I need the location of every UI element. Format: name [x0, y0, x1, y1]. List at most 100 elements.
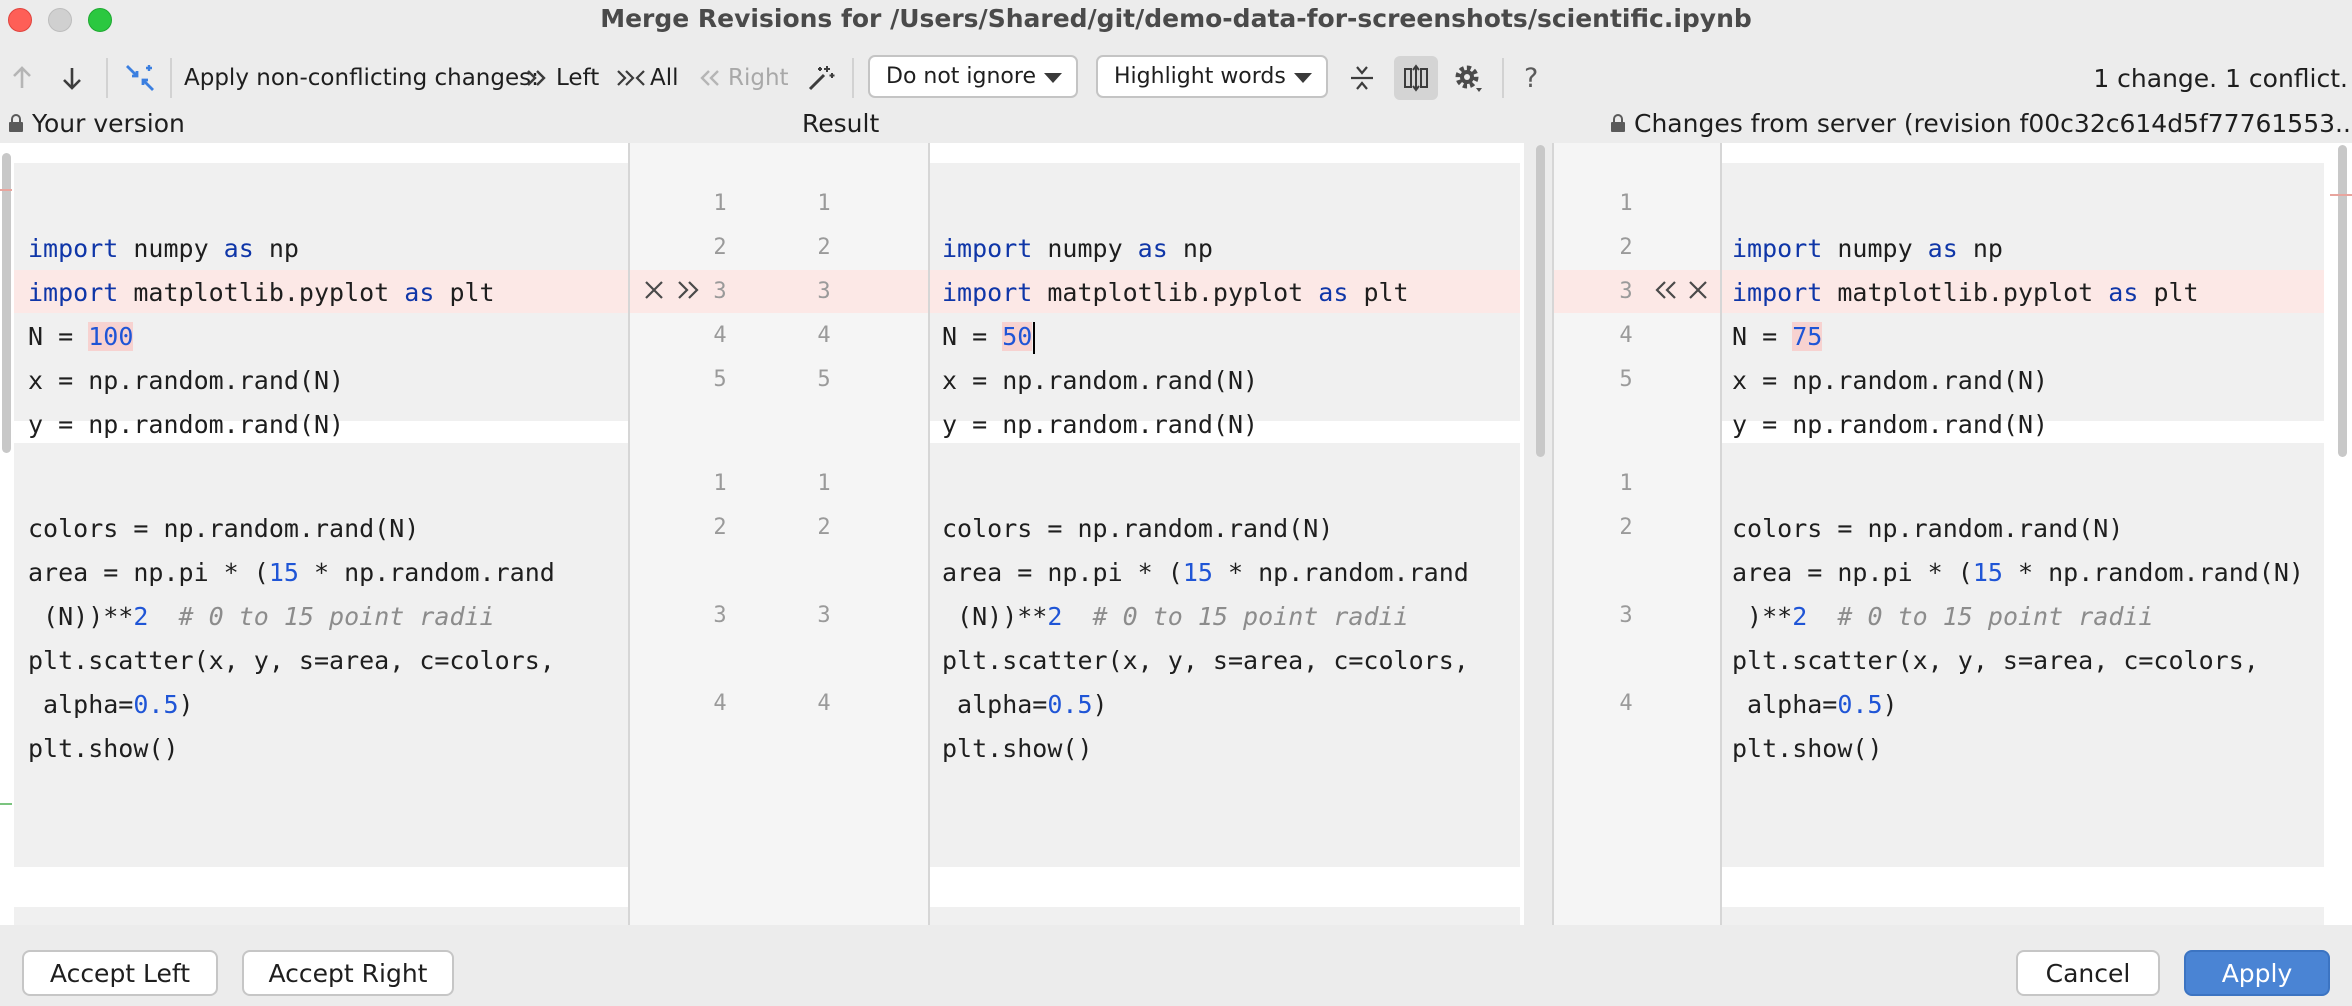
next-difference-button[interactable] — [60, 52, 84, 104]
line-number: 3 — [713, 279, 727, 304]
line-number: 2 — [817, 235, 831, 260]
line-number: 3 — [1619, 279, 1633, 304]
lock-icon — [9, 114, 23, 132]
accept-change-icon[interactable] — [676, 277, 702, 303]
code-cell-2: colors = np.random.rand(N) area = np.pi *… — [28, 463, 555, 771]
highlight-mode-select[interactable]: Highlight words — [1096, 55, 1328, 98]
apply-right-button[interactable]: Right — [698, 52, 789, 104]
accept-right-button[interactable]: Accept Right — [242, 950, 454, 996]
line-number: 2 — [1619, 235, 1633, 260]
notebook-cell — [14, 443, 628, 867]
apply-non-conflicting-label: Apply non-conflicting changes: — [184, 65, 539, 91]
window-zoom-button[interactable] — [88, 8, 112, 32]
code-line: N = 50 — [942, 315, 1409, 359]
ignore-change-icon[interactable] — [1686, 277, 1710, 303]
code-line: alpha=0.5) — [28, 690, 194, 719]
line-number: 2 — [817, 515, 831, 540]
apply-right-label: Right — [728, 65, 789, 91]
accept-left-button[interactable]: Accept Left — [22, 950, 218, 996]
line-number: 1 — [1619, 471, 1633, 496]
notebook-cell — [1722, 443, 2324, 867]
chevron-down-icon — [1294, 73, 1312, 83]
line-number: 1 — [1619, 191, 1633, 216]
code-line: alpha=0.5) — [1732, 690, 1898, 719]
line-number: 4 — [1619, 691, 1633, 716]
text-cursor — [1033, 322, 1036, 354]
line-number: 4 — [713, 323, 727, 348]
code-line: plt.show() — [28, 734, 179, 763]
code-line: colors = np.random.rand(N) — [28, 514, 420, 543]
result-column-title: Result — [802, 108, 880, 138]
apply-left-label: Left — [556, 65, 600, 91]
magic-resolve-button[interactable] — [806, 52, 836, 104]
help-button[interactable]: ? — [1524, 62, 1539, 94]
code-line: colors = np.random.rand(N) — [1732, 514, 2124, 543]
merge-arrows-icon — [126, 65, 154, 91]
code-line: import matplotlib.pyplot as plt — [28, 278, 495, 307]
left-scrollbar[interactable] — [2, 153, 11, 453]
divider — [1552, 143, 1554, 925]
code-cell-2: colors = np.random.rand(N)area = np.pi *… — [942, 463, 1469, 771]
accept-change-icon[interactable] — [1652, 277, 1678, 303]
change-marker — [0, 803, 12, 805]
left-column-header: Your version — [8, 104, 185, 142]
line-number: 4 — [817, 691, 831, 716]
code-line: x = np.random.rand(N) — [28, 366, 345, 395]
line-number: 3 — [817, 603, 831, 628]
code-line: plt.show() — [1732, 734, 1883, 763]
right-scrollbar[interactable] — [2338, 145, 2347, 457]
notebook-cell — [930, 907, 1520, 925]
ignore-change-icon[interactable] — [642, 277, 666, 303]
change-marker — [2330, 194, 2352, 196]
right-column-title: Changes from server (revision f00c32c614… — [1634, 108, 2350, 138]
apply-all-button[interactable]: All — [616, 52, 679, 104]
result-scrollbar[interactable] — [1536, 145, 1545, 457]
conflict-highlight — [1722, 270, 2324, 313]
code-line: import matplotlib.pyplot as plt — [942, 278, 1409, 307]
toolbar-separator — [852, 58, 854, 98]
line-number: 3 — [817, 279, 831, 304]
previous-difference-button[interactable] — [10, 52, 34, 104]
apply-left-button[interactable]: Left — [526, 52, 599, 104]
arrow-down-icon — [63, 68, 81, 90]
double-chevron-left-icon — [700, 70, 719, 86]
code-line: plt.show() — [942, 734, 1093, 763]
apply-button[interactable]: Apply — [2184, 950, 2330, 996]
left-column-title: Your version — [32, 108, 185, 138]
sync-scroll-toggle[interactable] — [1394, 56, 1438, 100]
code-line: alpha=0.5) — [942, 690, 1108, 719]
code-line: area = np.pi * (15 * np.random.rand — [28, 558, 555, 587]
ignore-whitespace-select[interactable]: Do not ignore — [868, 55, 1078, 98]
cancel-button[interactable]: Cancel — [2016, 950, 2160, 996]
notebook-cell — [930, 443, 1520, 867]
chevron-down-icon — [1044, 73, 1062, 83]
line-number: 4 — [713, 691, 727, 716]
code-line: plt.scatter(x, y, s=area, c=colors, — [1732, 646, 2259, 675]
toolbar: Apply non-conflicting changes: Left All … — [0, 52, 2352, 104]
code-line: area = np.pi * (15 * np.random.rand — [942, 558, 1469, 587]
line-number: 2 — [1619, 515, 1633, 540]
code-line: )**2 # 0 to 15 point radii — [1732, 602, 2154, 631]
apply-all-label: All — [650, 65, 679, 91]
left-conflict-actions — [642, 277, 702, 303]
double-chevron-right-icon — [527, 70, 546, 86]
merge-status-text: 1 change. 1 conflict. — [2093, 63, 2348, 93]
code-line: y = np.random.rand(N) — [942, 410, 1259, 439]
collapse-unchanged-button[interactable] — [1348, 52, 1376, 104]
right-column-header: Changes from server (revision f00c32c614… — [1610, 104, 2350, 142]
gear-icon — [1455, 65, 1482, 92]
resolve-simple-conflicts-button[interactable] — [124, 52, 156, 104]
line-number: 1 — [713, 191, 727, 216]
settings-button[interactable] — [1452, 52, 1484, 104]
code-line: plt.scatter(x, y, s=area, c=colors, — [942, 646, 1469, 675]
window-close-button[interactable] — [8, 8, 32, 32]
conflict-gutter-highlight — [630, 270, 928, 313]
title-bar: Merge Revisions for /Users/Shared/git/de… — [0, 0, 2352, 40]
window-minimize-button[interactable] — [48, 8, 72, 32]
